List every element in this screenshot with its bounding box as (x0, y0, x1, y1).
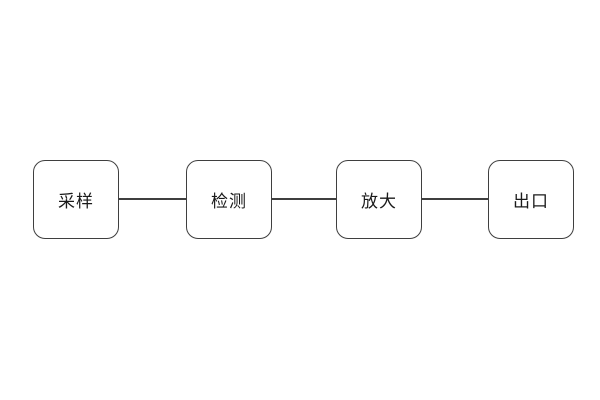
flow-node-label: 检测 (211, 192, 247, 211)
flow-node-amplify[interactable]: 放大 (336, 160, 422, 239)
flow-node-outlet[interactable]: 出口 (488, 160, 574, 239)
flow-node-label: 放大 (361, 192, 397, 211)
connector-line-3 (422, 198, 488, 200)
flow-node-detection[interactable]: 检测 (186, 160, 272, 239)
connector-line-2 (272, 198, 336, 200)
connector-line-1 (119, 198, 186, 200)
flow-node-sampling[interactable]: 采样 (33, 160, 119, 239)
flow-node-label: 出口 (513, 192, 549, 211)
flow-node-label: 采样 (58, 192, 94, 211)
